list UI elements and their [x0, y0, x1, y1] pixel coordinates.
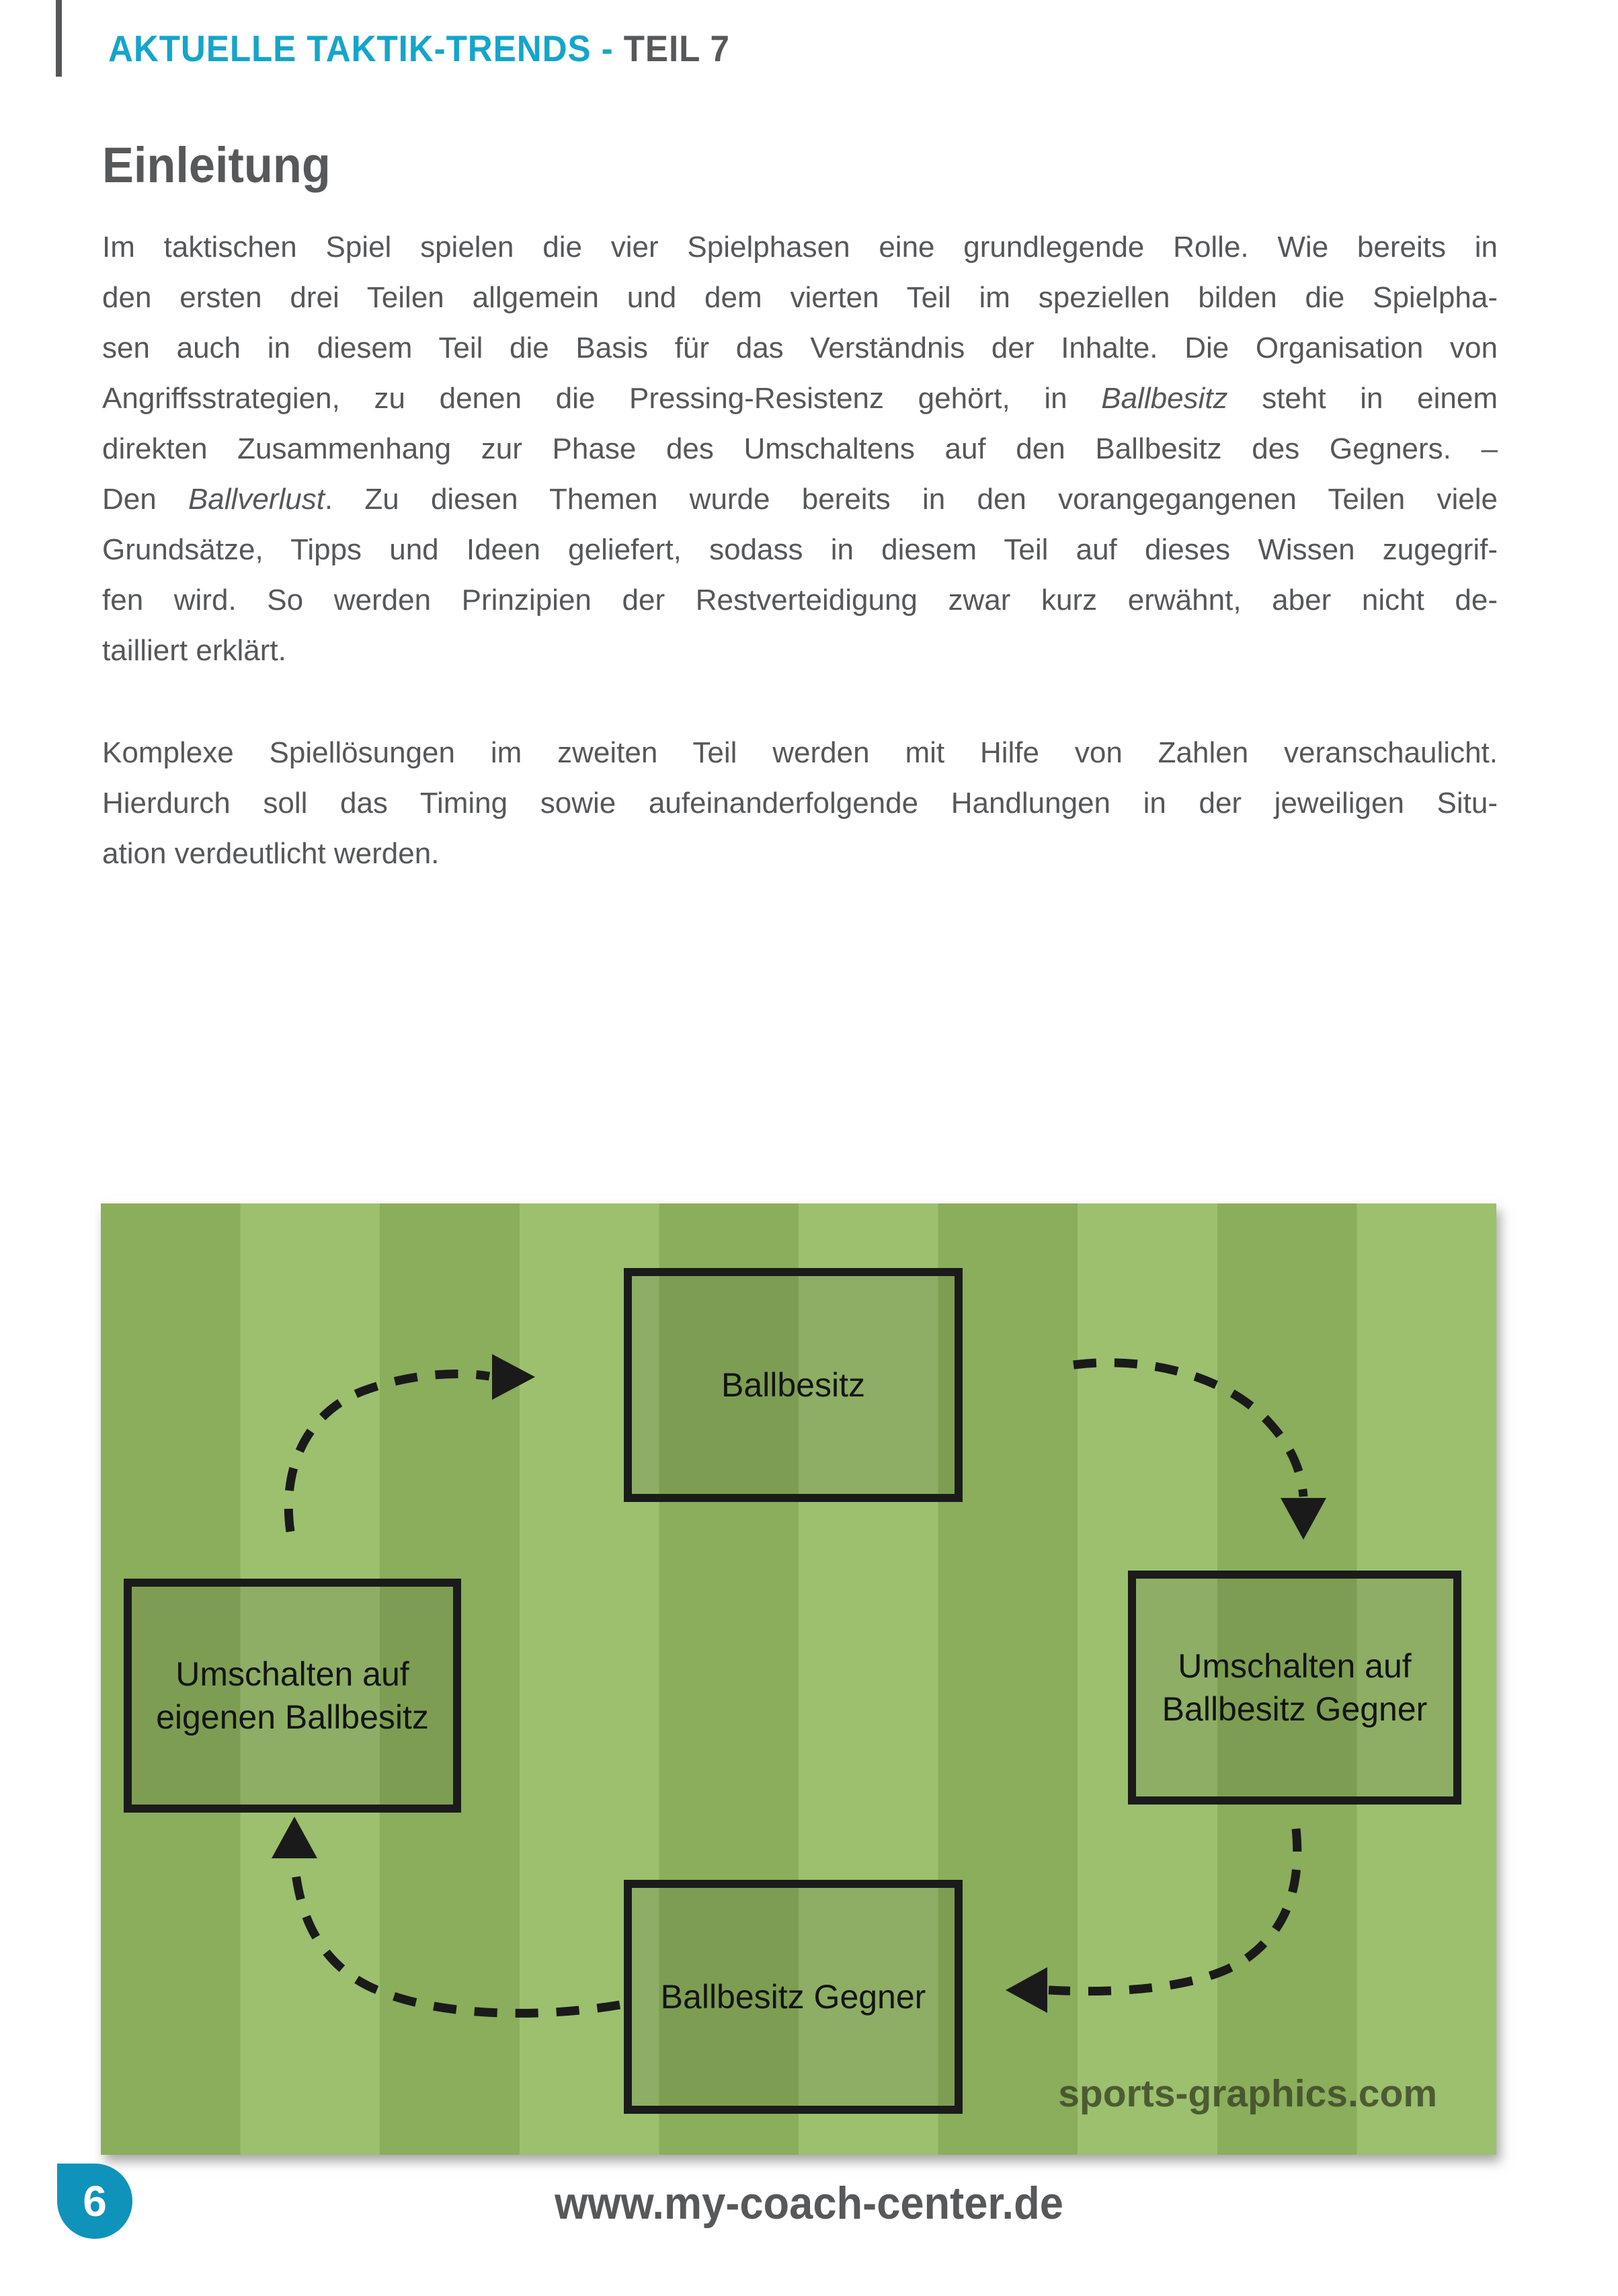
text-line: den ersten drei Teilen allgemein und dem… — [102, 281, 1498, 314]
text-line: tailliert erklärt. — [102, 634, 286, 667]
header-title-part: TEIL 7 — [623, 28, 730, 69]
page-number-badge: 6 — [57, 2164, 132, 2239]
phase-box-label: Ballbesitz Gegner — [660, 1978, 926, 2016]
text-line: Komplexe Spiellösungen im zweiten Teil w… — [102, 736, 1498, 769]
text-line: Im taktischen Spiel spielen die vier Spi… — [102, 231, 1498, 264]
arrowhead-down-icon — [1281, 1498, 1326, 1540]
footer-website: www.my-coach-center.de — [555, 2178, 1063, 2229]
phase-box-label-line2: Ballbesitz Gegner — [1162, 1690, 1428, 1728]
phase-box-label: Ballbesitz — [721, 1366, 865, 1404]
text-line: Den Ballverlust. Zu diesen Themen wurde … — [102, 483, 1498, 516]
text-line: sen auch in diesem Teil die Basis für da… — [102, 331, 1498, 364]
arrowhead-left-icon — [1006, 1967, 1047, 2013]
text-line: Angriffsstrategien, zu denen die Pressin… — [102, 382, 1498, 415]
phase-box-label-line1: Umschalten auf — [1178, 1647, 1412, 1685]
paragraph-second: Komplexe Spiellösungen im zweiten Teil w… — [102, 727, 1498, 879]
arrowhead-right-icon — [492, 1354, 535, 1400]
text-line: Grundsätze, Tipps und Ideen geliefert, s… — [102, 533, 1498, 566]
text-line: fen wird. So werden Prinzipien der Restv… — [102, 584, 1498, 617]
cycle-arrows — [272, 1354, 1326, 2018]
phase-box-ballbesitz-gegner: Ballbesitz Gegner — [624, 1880, 963, 2114]
text-line: direkten Zusammenhang zur Phase des Umsc… — [102, 432, 1498, 465]
arrow-right-to-bottom — [1048, 1828, 1302, 1996]
arrow-top-to-right — [1073, 1358, 1308, 1497]
phase-box-umschalten-ballbesitz-gegner: Umschalten auf Ballbesitz Gegner — [1128, 1571, 1461, 1805]
section-heading: Einleitung — [102, 137, 331, 193]
page-edge-bar — [56, 0, 62, 77]
arrow-left-to-top — [284, 1370, 491, 1532]
text-line: Hierdurch soll das Timing sowie aufeinan… — [102, 787, 1498, 820]
phase-box-ballbesitz: Ballbesitz — [624, 1268, 963, 1502]
phase-box-label-line1: Umschalten auf — [175, 1655, 409, 1693]
paragraph-intro: Im taktischen Spiel spielen die vier Spi… — [102, 222, 1498, 676]
phase-box-umschalten-eigener-ballbesitz: Umschalten auf eigenen Ballbesitz — [124, 1579, 461, 1813]
header-title-accent: AKTUELLE TAKTIK-TRENDS - — [108, 28, 624, 69]
watermark-text: sports-graphics.com — [1058, 2072, 1437, 2115]
text-line: ation verdeutlicht werden. — [102, 837, 440, 870]
arrowhead-up-icon — [272, 1817, 317, 1858]
phase-box-label-line2: eigenen Ballbesitz — [156, 1698, 429, 1736]
page-number: 6 — [83, 2177, 107, 2225]
page-header: AKTUELLE TAKTIK-TRENDS - TEIL 7 — [108, 27, 730, 70]
pitch-diagram: Ballbesitz Umschalten auf eigenen Ballbe… — [101, 1203, 1496, 2155]
arrow-bottom-to-left — [290, 1859, 621, 2018]
